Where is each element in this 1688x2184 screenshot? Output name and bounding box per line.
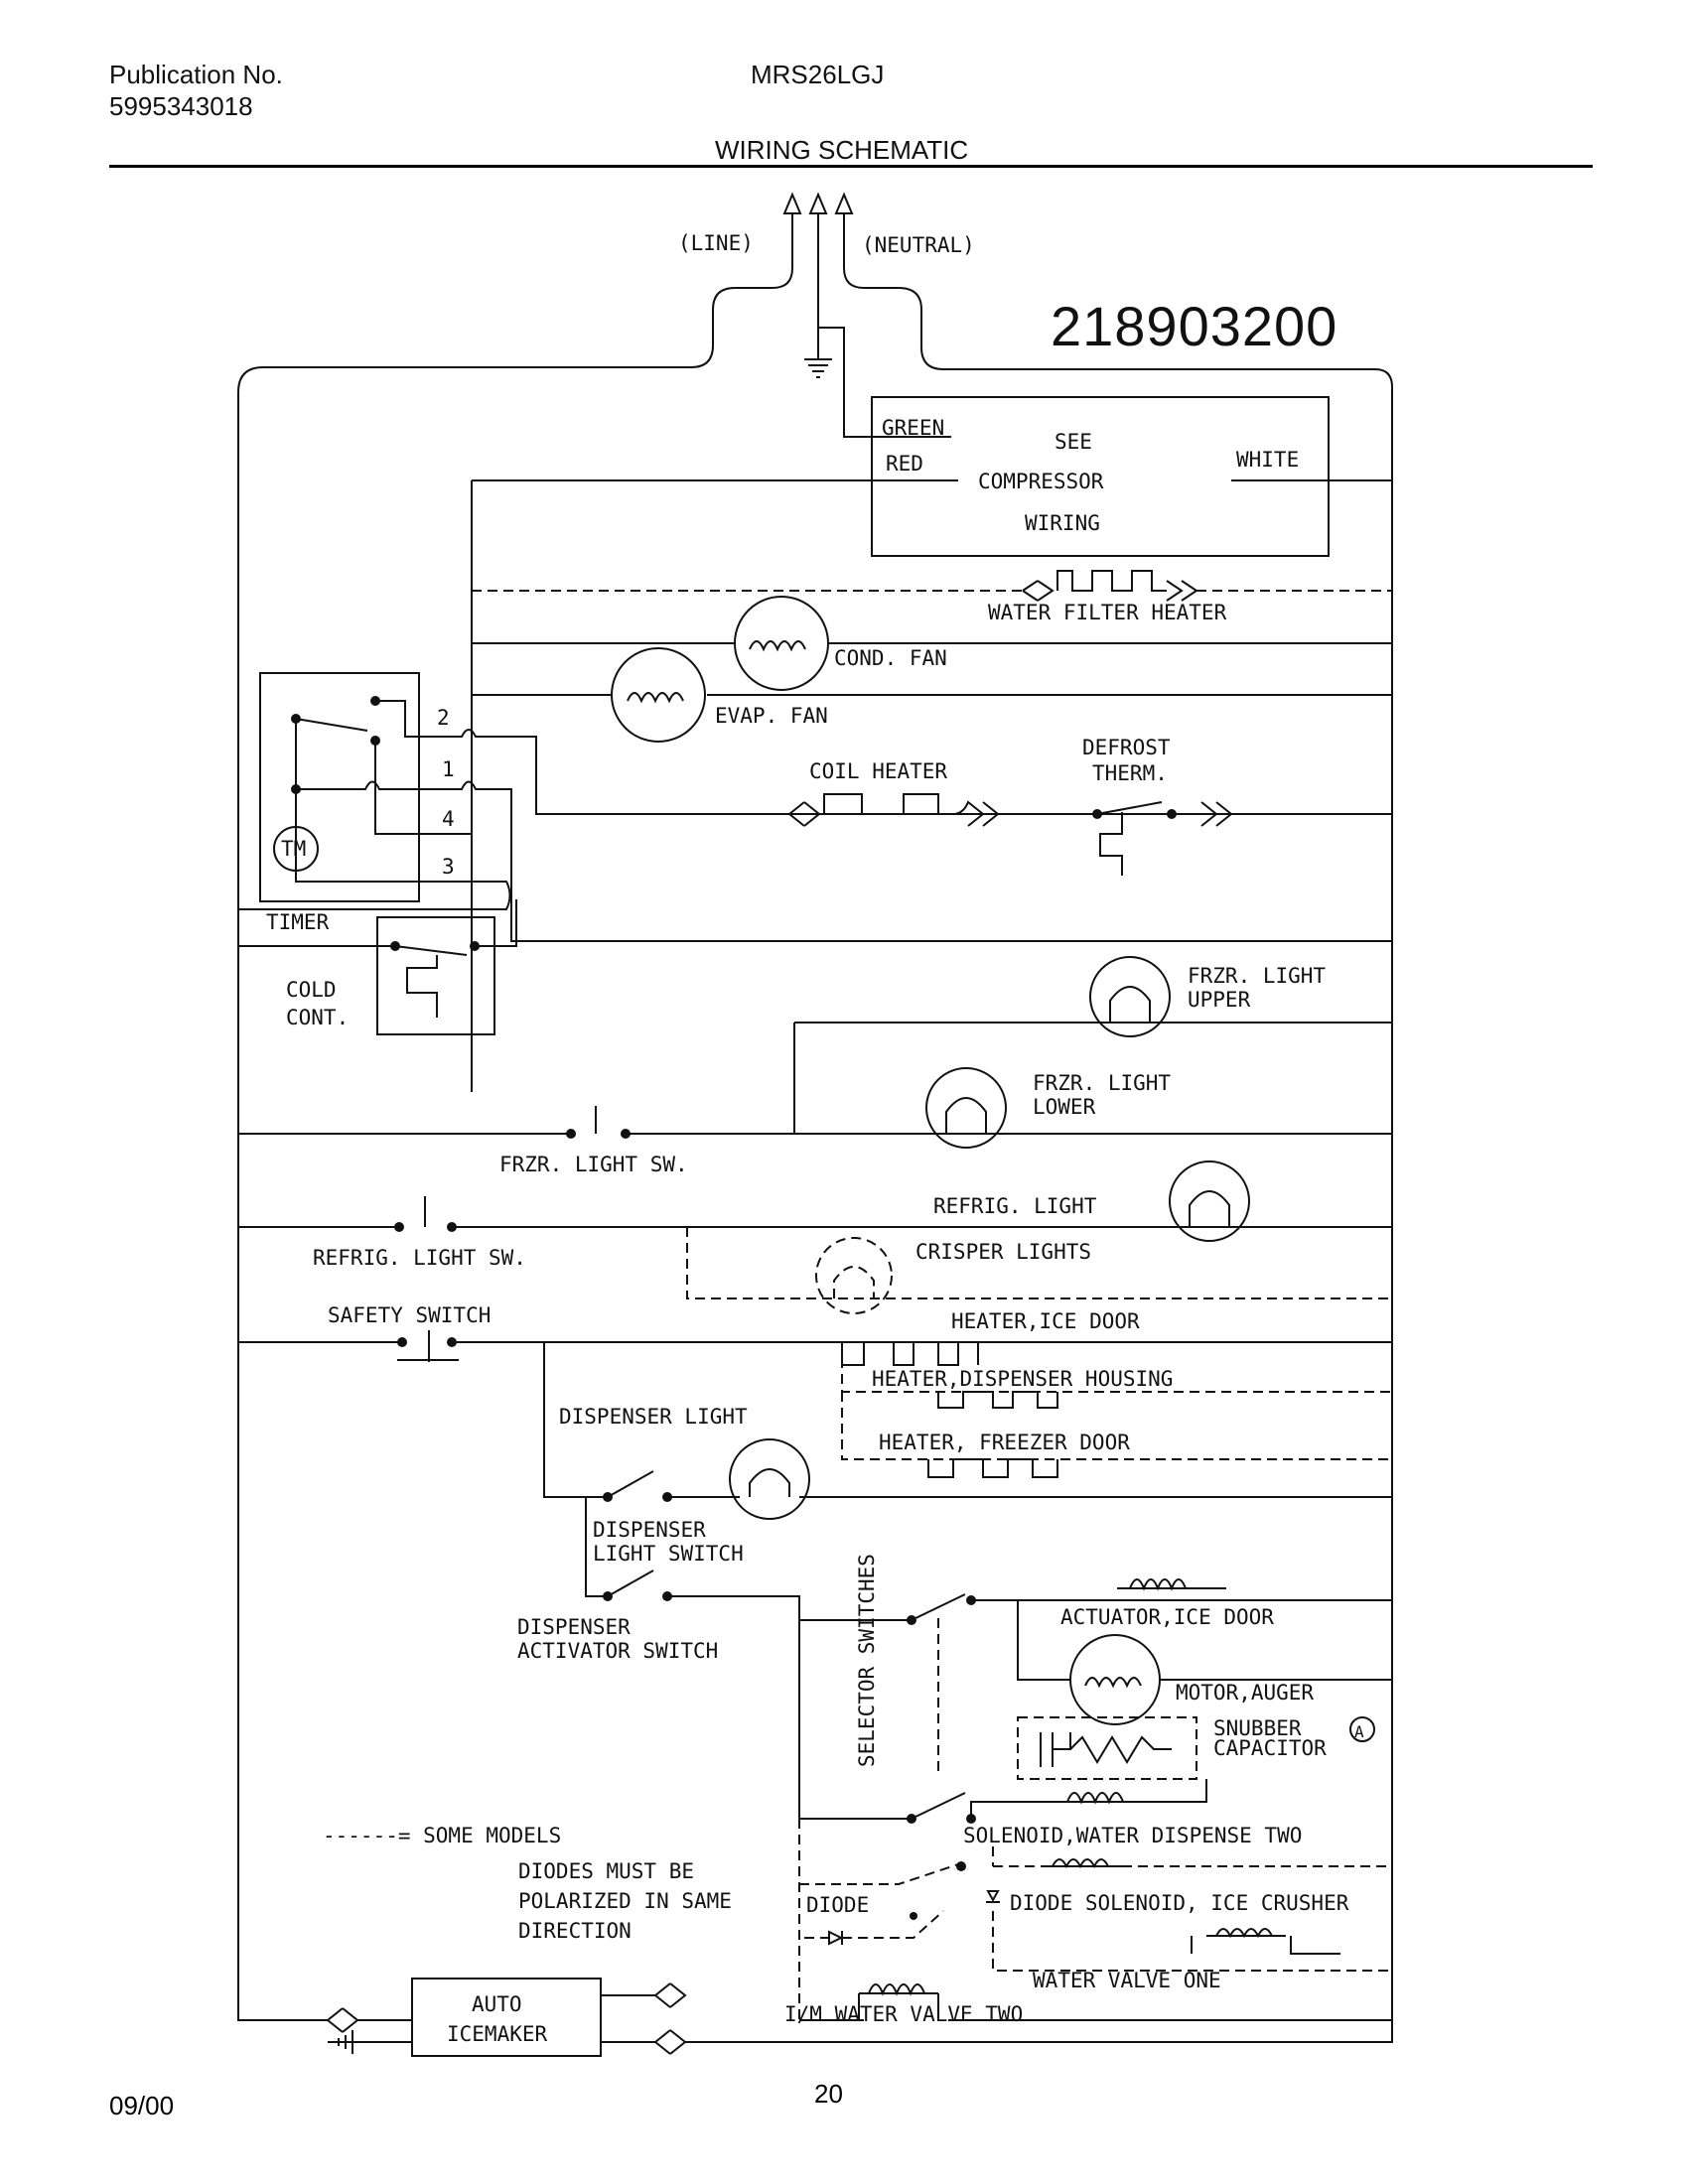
label-dispenser-1: DISPENSER bbox=[593, 1518, 706, 1542]
defrost-thermostat bbox=[1092, 801, 1233, 876]
label-neutral: (NEUTRAL) bbox=[862, 233, 975, 257]
crisper-lights bbox=[686, 1227, 1392, 1314]
label-heater-freezer-door: HEATER, FREEZER DOOR bbox=[879, 1431, 1130, 1454]
label-refrig-light-sw: REFRIG. LIGHT SW. bbox=[313, 1246, 526, 1270]
label-line: (LINE) bbox=[678, 231, 754, 255]
capacitor-marker bbox=[1349, 1716, 1375, 1742]
ground-symbol bbox=[804, 328, 832, 378]
publication-number: 5995343018 bbox=[109, 91, 253, 121]
label-frzr-light-sw: FRZR. LIGHT SW. bbox=[499, 1153, 688, 1176]
label-coil-heater: COIL HEATER bbox=[809, 759, 947, 783]
diode-symbol-2 bbox=[804, 1910, 944, 1946]
label-crisper-lights: CRISPER LIGHTS bbox=[915, 1240, 1091, 1264]
solenoid-water-dispense-two bbox=[970, 1779, 1207, 1819]
label-water-valve-one: WATER VALVE ONE bbox=[1033, 1969, 1221, 1992]
label-frzr-light-lower: FRZR. LIGHT bbox=[1033, 1071, 1171, 1095]
label-selector-switches: SELECTOR SWITCHES bbox=[855, 1554, 879, 1767]
terminal-1: 1 bbox=[442, 757, 455, 781]
label-light-switch: LIGHT SWITCH bbox=[593, 1542, 744, 1566]
terminal-2: 2 bbox=[437, 706, 450, 730]
footer-date: 09/00 bbox=[109, 2091, 175, 2120]
condenser-fan-motor bbox=[472, 596, 1392, 691]
compressor-box bbox=[471, 396, 1392, 1092]
label-im-water-valve-two: I/M WATER VALVE TWO bbox=[784, 2002, 1023, 2026]
heater-freezer-door bbox=[841, 1392, 1392, 1478]
label-refrig-light: REFRIG. LIGHT bbox=[933, 1194, 1097, 1218]
label-therm: THERM. bbox=[1092, 761, 1168, 785]
selector-switches bbox=[799, 1593, 976, 1824]
label-capacitor-mark: A bbox=[1354, 1722, 1364, 1741]
label-safety-switch: SAFETY SWITCH bbox=[328, 1303, 491, 1327]
label-cold: COLD bbox=[286, 978, 337, 1002]
label-icemaker: ICEMAKER bbox=[447, 2022, 548, 2046]
terminal-3: 3 bbox=[442, 855, 455, 879]
title-rule bbox=[109, 165, 1593, 168]
terminal-4: 4 bbox=[442, 807, 455, 831]
label-heater-ice-door: HEATER,ICE DOOR bbox=[951, 1309, 1140, 1333]
dispenser-activator-switch bbox=[603, 1570, 909, 1820]
safety-switch bbox=[238, 1330, 1392, 1362]
label-see: SEE bbox=[1055, 430, 1092, 454]
refrigerator-light bbox=[238, 1160, 1392, 1242]
label-some-models: ------= SOME MODELS bbox=[323, 1824, 561, 1847]
coil-heater bbox=[788, 793, 1000, 827]
label-snubber: SNUBBER bbox=[1213, 1716, 1302, 1740]
label-defrost: DEFROST bbox=[1082, 736, 1171, 759]
label-cond-fan: COND. FAN bbox=[834, 646, 947, 670]
label-cont: CONT. bbox=[286, 1006, 349, 1029]
document-number: 218903200 bbox=[1051, 295, 1338, 357]
freezer-light-switch bbox=[238, 1106, 794, 1139]
label-actuator-ice-door: ACTUATOR,ICE DOOR bbox=[1060, 1605, 1274, 1629]
dispenser-light-switch bbox=[585, 1470, 672, 1597]
label-heater-dispenser-housing: HEATER,DISPENSER HOUSING bbox=[872, 1367, 1173, 1391]
label-water-filter-heater: WATER FILTER HEATER bbox=[988, 601, 1227, 624]
defrost-timer bbox=[238, 672, 1392, 942]
motor-auger bbox=[1069, 1634, 1161, 1725]
label-auto: AUTO bbox=[472, 1992, 522, 2016]
publication-label: Publication No. bbox=[109, 60, 283, 89]
label-compressor: COMPRESSOR bbox=[978, 470, 1104, 493]
label-motor-auger: MOTOR,AUGER bbox=[1176, 1681, 1314, 1705]
label-activator-switch: ACTIVATOR SWITCH bbox=[517, 1639, 718, 1663]
model-number: MRS26LGJ bbox=[751, 60, 885, 89]
label-evap-fan: EVAP. FAN bbox=[715, 704, 828, 728]
page-title: WIRING SCHEMATIC bbox=[715, 135, 969, 165]
label-upper: UPPER bbox=[1188, 988, 1251, 1012]
label-white: WHITE bbox=[1236, 448, 1299, 472]
label-diode: DIODE bbox=[806, 1893, 869, 1917]
water-filter-heater bbox=[472, 570, 1392, 602]
label-capacitor: CAPACITOR bbox=[1213, 1736, 1327, 1760]
evaporator-fan-motor bbox=[472, 647, 1392, 743]
label-solenoid-water-two: SOLENOID,WATER DISPENSE TWO bbox=[963, 1824, 1302, 1847]
label-frzr-light-upper: FRZR. LIGHT bbox=[1188, 964, 1326, 988]
auto-icemaker bbox=[327, 1978, 1393, 2057]
water-valve-one bbox=[992, 1911, 1392, 1972]
label-timer: TIMER bbox=[266, 910, 330, 934]
label-dispenser-2: DISPENSER bbox=[517, 1615, 631, 1639]
snubber-capacitor bbox=[1017, 1716, 1197, 1780]
label-green: GREEN bbox=[882, 416, 944, 440]
label-tm: TM bbox=[281, 837, 306, 861]
power-cord bbox=[237, 192, 1393, 2021]
label-red: RED bbox=[886, 452, 923, 476]
label-lower: LOWER bbox=[1033, 1095, 1096, 1119]
label-wiring: WIRING bbox=[1025, 511, 1100, 535]
label-dispenser-light: DISPENSER LIGHT bbox=[559, 1405, 748, 1429]
heater-ice-door bbox=[841, 1341, 979, 1366]
cold-control bbox=[238, 899, 517, 1035]
ice-crusher-solenoid bbox=[798, 1819, 1392, 2020]
diode-symbol-1 bbox=[986, 1890, 1000, 1903]
page-number: 20 bbox=[814, 2079, 843, 2109]
actuator-ice-door bbox=[971, 1578, 1392, 1681]
label-diodes-3: DIRECTION bbox=[518, 1919, 632, 1943]
label-diodes-1: DIODES MUST BE bbox=[518, 1859, 694, 1883]
label-diode-solenoid-crusher: DIODE SOLENOID, ICE CRUSHER bbox=[1010, 1891, 1349, 1915]
label-diodes-2: POLARIZED IN SAME bbox=[518, 1889, 732, 1913]
im-water-valve-two bbox=[799, 1983, 1392, 2021]
freezer-light-upper bbox=[794, 956, 1392, 1037]
